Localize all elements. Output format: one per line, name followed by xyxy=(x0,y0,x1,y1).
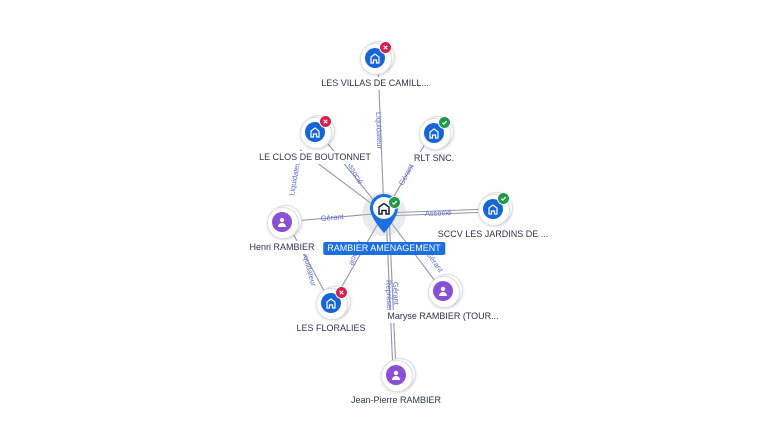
edge-label-rlt-gerant: Gérant xyxy=(397,162,416,187)
closed-status-icon xyxy=(335,286,348,299)
node-label: RLT SNC. xyxy=(411,152,457,165)
edge-jeanpierre xyxy=(385,212,394,373)
edge-label-henri-gerant: Gérant xyxy=(320,212,345,223)
node-label: LES FLORALIES xyxy=(294,322,368,335)
closed-status-icon xyxy=(319,115,332,128)
edge-label-villas-liquidateur: Liquidateur xyxy=(374,112,384,150)
closed-status-icon xyxy=(379,41,392,54)
edge-sccv xyxy=(383,208,491,214)
node-label: LE CLOS DE BOUTONNET xyxy=(257,151,373,164)
edge-sccv-2 xyxy=(383,211,491,217)
building-icon xyxy=(305,122,325,142)
person-icon xyxy=(272,212,292,232)
building-icon xyxy=(321,293,341,313)
edge-label-jeanpierre-represent: Représent xyxy=(384,280,394,316)
node-label: Jean-Pierre RAMBIER xyxy=(348,394,444,407)
edge-label-floralies-liquidateur: Liquidateur xyxy=(300,249,318,288)
active-status-icon xyxy=(497,192,510,205)
edge-label-sccv-associe: Associé xyxy=(425,208,452,218)
node-label: Henri RAMBIER xyxy=(247,241,317,254)
node-label: Maryse RAMBIER (TOUR... xyxy=(385,310,501,323)
building-icon xyxy=(365,48,385,68)
edge-jeanpierre-2 xyxy=(388,212,397,373)
active-status-icon xyxy=(438,116,451,129)
building-icon xyxy=(424,123,444,143)
person-icon xyxy=(386,365,406,385)
edge-label-jeanpierre-gerant: Gérant xyxy=(391,282,401,306)
node-label: SCCV LES JARDINS DE ... xyxy=(435,228,551,241)
node-label: LES VILLAS DE CAMILL... xyxy=(319,77,431,90)
building-icon xyxy=(483,199,503,219)
person-icon xyxy=(433,281,453,301)
center-label: RAMBIER AMENAGEMENT xyxy=(323,242,445,255)
edge-floralies-2 xyxy=(289,227,329,299)
active-status-icon xyxy=(388,196,401,209)
